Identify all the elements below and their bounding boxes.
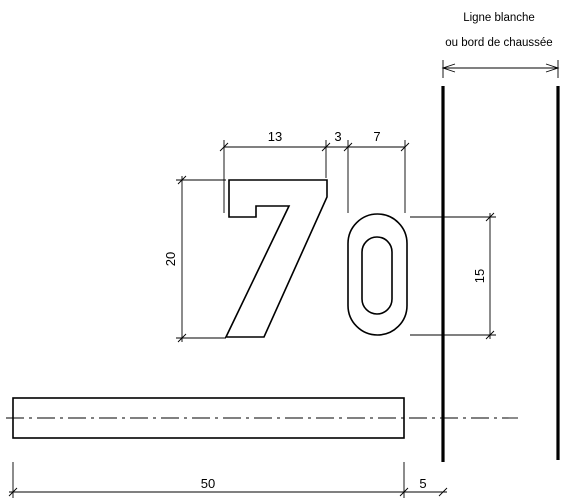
dim-digit7-width: 13 [268, 129, 282, 144]
bottom-dimension-chain [8, 462, 448, 498]
note-line-1: Ligne blanche [463, 12, 535, 24]
dim-digit0-width: 7 [373, 129, 380, 144]
lane-width-dimension [441, 60, 560, 78]
digit-seven-outline [224, 179, 328, 338]
dim-offset: 5 [419, 476, 426, 491]
dim-height-0: 15 [472, 269, 487, 283]
height-0-dimension [410, 212, 496, 340]
digit-zero-outline [347, 213, 408, 336]
height-7-dimension [176, 175, 226, 343]
note-line-2: ou bord de chaussée [445, 37, 552, 49]
dim-strip-length: 50 [201, 476, 215, 491]
dim-height-7: 20 [163, 252, 178, 266]
top-dimension-chain [219, 140, 410, 213]
dim-gap: 3 [334, 129, 341, 144]
